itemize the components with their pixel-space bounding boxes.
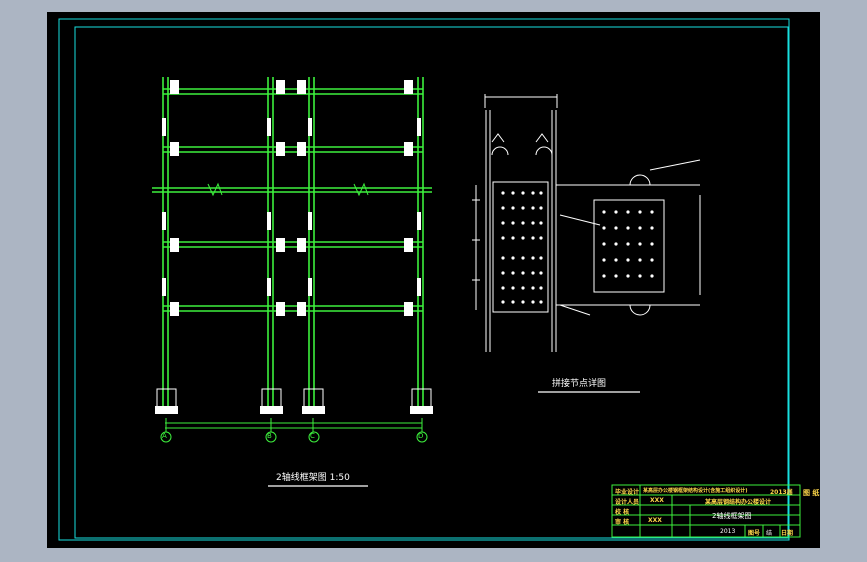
axis-label-d: D	[418, 432, 424, 440]
detail-drawing-title: 拼接节点详图	[552, 379, 607, 389]
tb-row3-left: 校 核	[615, 509, 630, 516]
tb-date-value: 2013	[720, 528, 736, 535]
tb-row2-right: 某高层钢结构办公楼设计	[705, 499, 772, 506]
tb-sheet-no-label: 图号	[748, 530, 761, 537]
inner-border	[74, 26, 789, 539]
connection-plates	[162, 80, 421, 316]
drawing-sheet	[47, 12, 820, 548]
tb-row1-right: 2013届	[770, 489, 793, 496]
axis-label-c: C	[310, 432, 315, 440]
tb-drawing-name: 2轴线框架图	[712, 512, 752, 520]
column-bases	[155, 388, 433, 414]
tb-row1-left: 毕业设计	[615, 489, 640, 496]
bolt-holes-left	[501, 191, 543, 304]
bolt-holes-right	[602, 210, 654, 278]
frame-elevation	[152, 77, 432, 410]
tb-row4-mid: XXX	[648, 517, 662, 524]
axis-label-b: B	[267, 432, 272, 440]
tb-row4-left: 审 核	[615, 519, 630, 526]
tb-row2-mid: XXX	[650, 497, 664, 504]
axis-bubbles	[160, 431, 428, 443]
dimensions	[165, 418, 423, 432]
title-block	[611, 484, 801, 538]
tb-side-note: 图 纸	[803, 489, 820, 497]
splice-detail	[472, 94, 701, 352]
frame-drawing-title: 2轴线框架图 1:50	[276, 473, 350, 483]
outer-border	[58, 18, 790, 541]
tb-row2-left: 设计人员	[615, 499, 640, 506]
axis-label-a: A	[162, 432, 167, 440]
tb-sheet-no: 结	[766, 530, 773, 537]
tb-row1-mid: 某高层办公楼钢框架结构设计(含施工组织设计)	[643, 488, 748, 494]
tb-date-label: 日期	[781, 530, 794, 537]
